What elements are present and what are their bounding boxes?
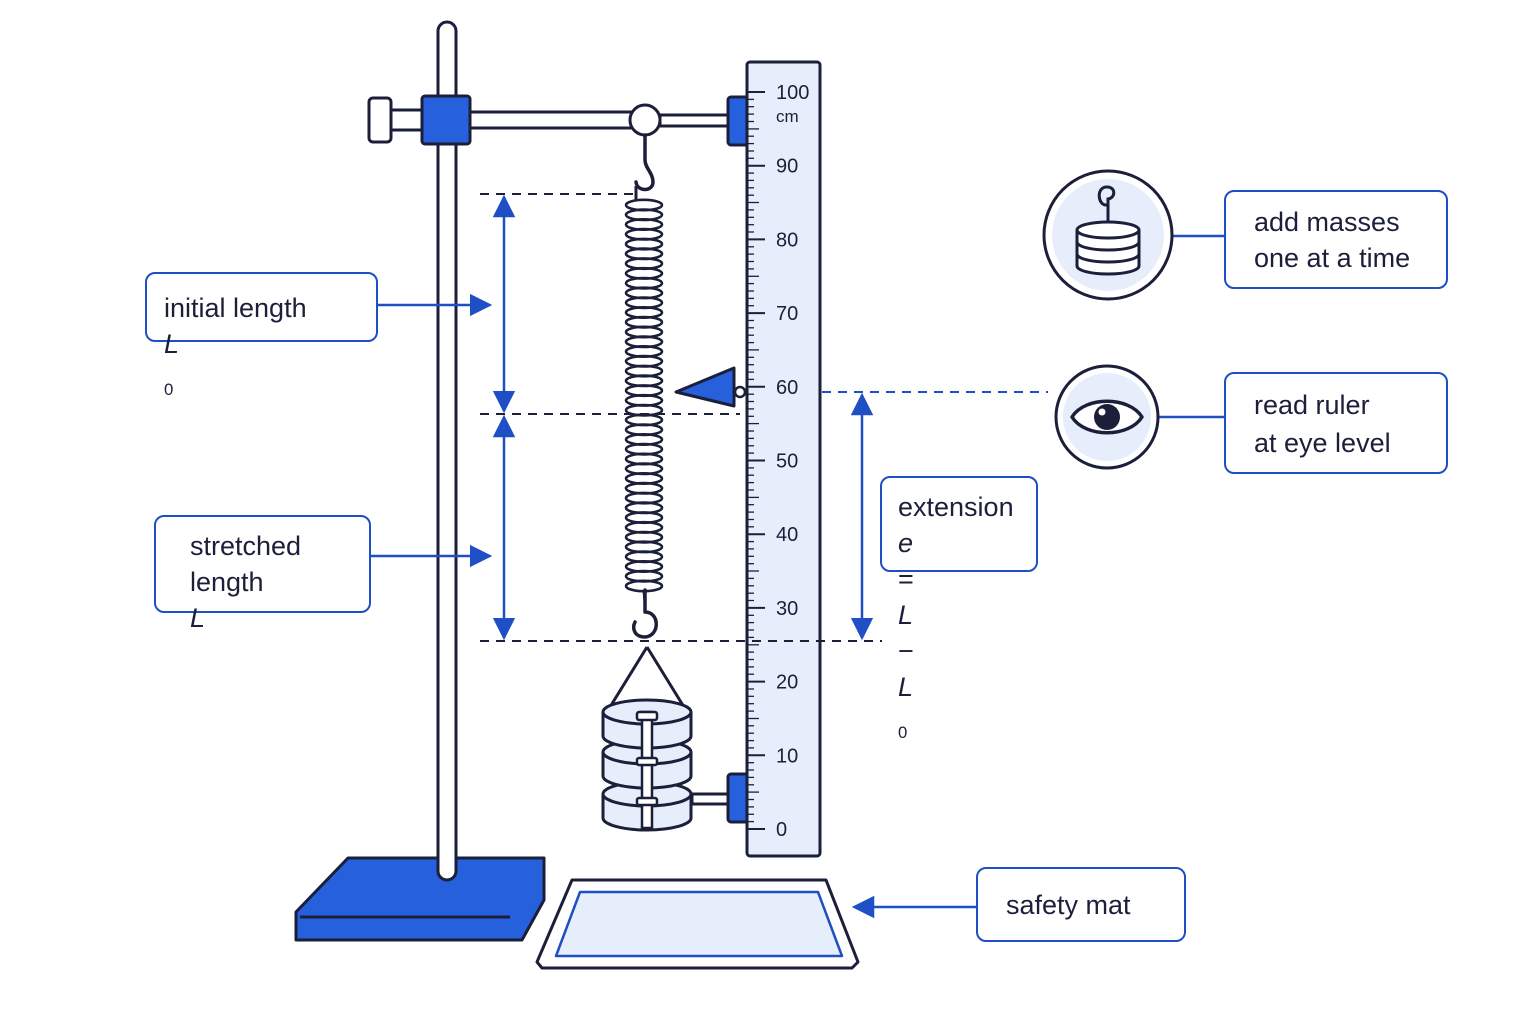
- ruler-clamp-top: [726, 95, 750, 147]
- initial-length-text: initial length: [164, 293, 307, 323]
- slotted-masses: [601, 698, 693, 832]
- hanging-mass-icon: [1042, 169, 1174, 301]
- stretched-length-label: stretched length L: [154, 515, 371, 633]
- stretched-length-line1: stretched: [190, 531, 302, 561]
- ruler-tick-label: 60: [776, 377, 798, 399]
- mass-hanger: [608, 646, 686, 708]
- ruler-tick-label: 70: [776, 303, 798, 325]
- reference-lines: [480, 193, 1048, 642]
- add-masses-line2: one at a time: [1254, 243, 1411, 273]
- extension-formula-subscript: 0: [898, 722, 908, 742]
- extension-line1: extension: [898, 492, 1014, 522]
- extension-formula-L: L: [898, 600, 914, 630]
- stand-rod: [436, 20, 458, 882]
- ruler-tick-label: 20: [776, 672, 798, 694]
- extension-formula-eq: =: [898, 564, 914, 594]
- spring: [624, 186, 664, 603]
- read-ruler-line1: read ruler: [1254, 390, 1370, 420]
- ruler-tick-label: 80: [776, 229, 798, 251]
- read-ruler-label: read ruler at eye level: [1224, 372, 1448, 474]
- extension-label: extension e = L − L 0: [880, 476, 1038, 742]
- safety-mat-text: safety mat: [1006, 890, 1131, 920]
- ruler-tick-label: 30: [776, 598, 798, 620]
- extension-formula-L0: L: [898, 672, 914, 702]
- ruler-tick-label: 50: [776, 451, 798, 473]
- initial-length-subscript: 0: [164, 379, 174, 399]
- read-ruler-line2: at eye level: [1254, 428, 1391, 458]
- ruler-tick-label: 40: [776, 524, 798, 546]
- ruler-tick-label: 90: [776, 156, 798, 178]
- mass-disc: [601, 698, 693, 750]
- add-masses-label: add masses one at a time: [1224, 190, 1448, 289]
- stand-base: [294, 856, 546, 942]
- add-masses-line1: add masses: [1254, 207, 1400, 237]
- leader-lines: [371, 234, 1224, 919]
- extension-formula-minus: −: [898, 636, 914, 666]
- safety-mat: [535, 878, 860, 970]
- stretched-length-symbol: L: [190, 603, 206, 633]
- initial-length-symbol: L: [164, 329, 180, 359]
- ruler-unit-label: cm: [776, 107, 799, 126]
- safety-mat-label: safety mat: [976, 867, 1186, 942]
- ruler-tick-label: 100: [776, 82, 809, 104]
- clamp-arm: [367, 94, 750, 147]
- clamp-boss: [420, 94, 472, 146]
- extension-formula-e: e: [898, 528, 914, 558]
- eye-icon: [1054, 364, 1160, 470]
- stretched-length-line2: length: [190, 567, 264, 597]
- pointer: [674, 366, 747, 408]
- hook-pivot: [628, 103, 662, 137]
- dimension-arrows: [492, 194, 874, 641]
- ruler-clamp-bottom: [726, 772, 750, 824]
- ruler-tick-label: 0: [776, 819, 787, 841]
- initial-length-label: initial length L 0: [145, 272, 378, 399]
- ruler-tick-label: 10: [776, 745, 798, 767]
- bottom-hook: [632, 588, 658, 639]
- top-hook: [634, 133, 655, 192]
